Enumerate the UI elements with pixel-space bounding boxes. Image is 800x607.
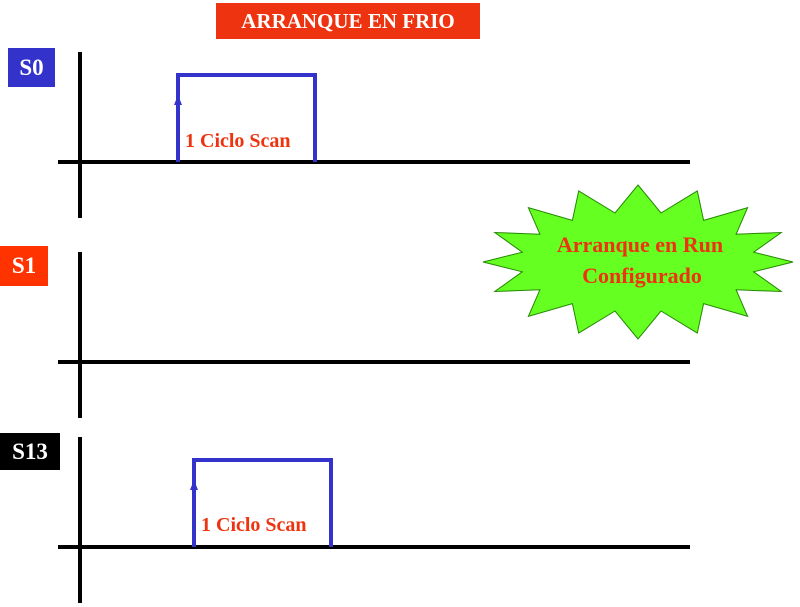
- s13-pulse-label: 1 Ciclo Scan: [201, 514, 307, 536]
- signal-label-s0: S0: [8, 48, 55, 87]
- s0-pulse-label: 1 Ciclo Scan: [185, 130, 291, 152]
- s0-pulse: [176, 73, 317, 162]
- s0-rising-arrow: [174, 95, 182, 105]
- signal-label-s13: S13: [0, 433, 60, 470]
- signal-label-s1: S1: [0, 246, 48, 286]
- callout-starburst: [482, 184, 794, 340]
- s13-pulse: [192, 458, 333, 547]
- callout-line1: Arranque en Run: [557, 232, 723, 257]
- diagram-title: ARRANQUE EN FRIO: [216, 3, 480, 39]
- s13-rising-arrow: [190, 480, 198, 490]
- callout-line2: Configurado: [582, 263, 702, 288]
